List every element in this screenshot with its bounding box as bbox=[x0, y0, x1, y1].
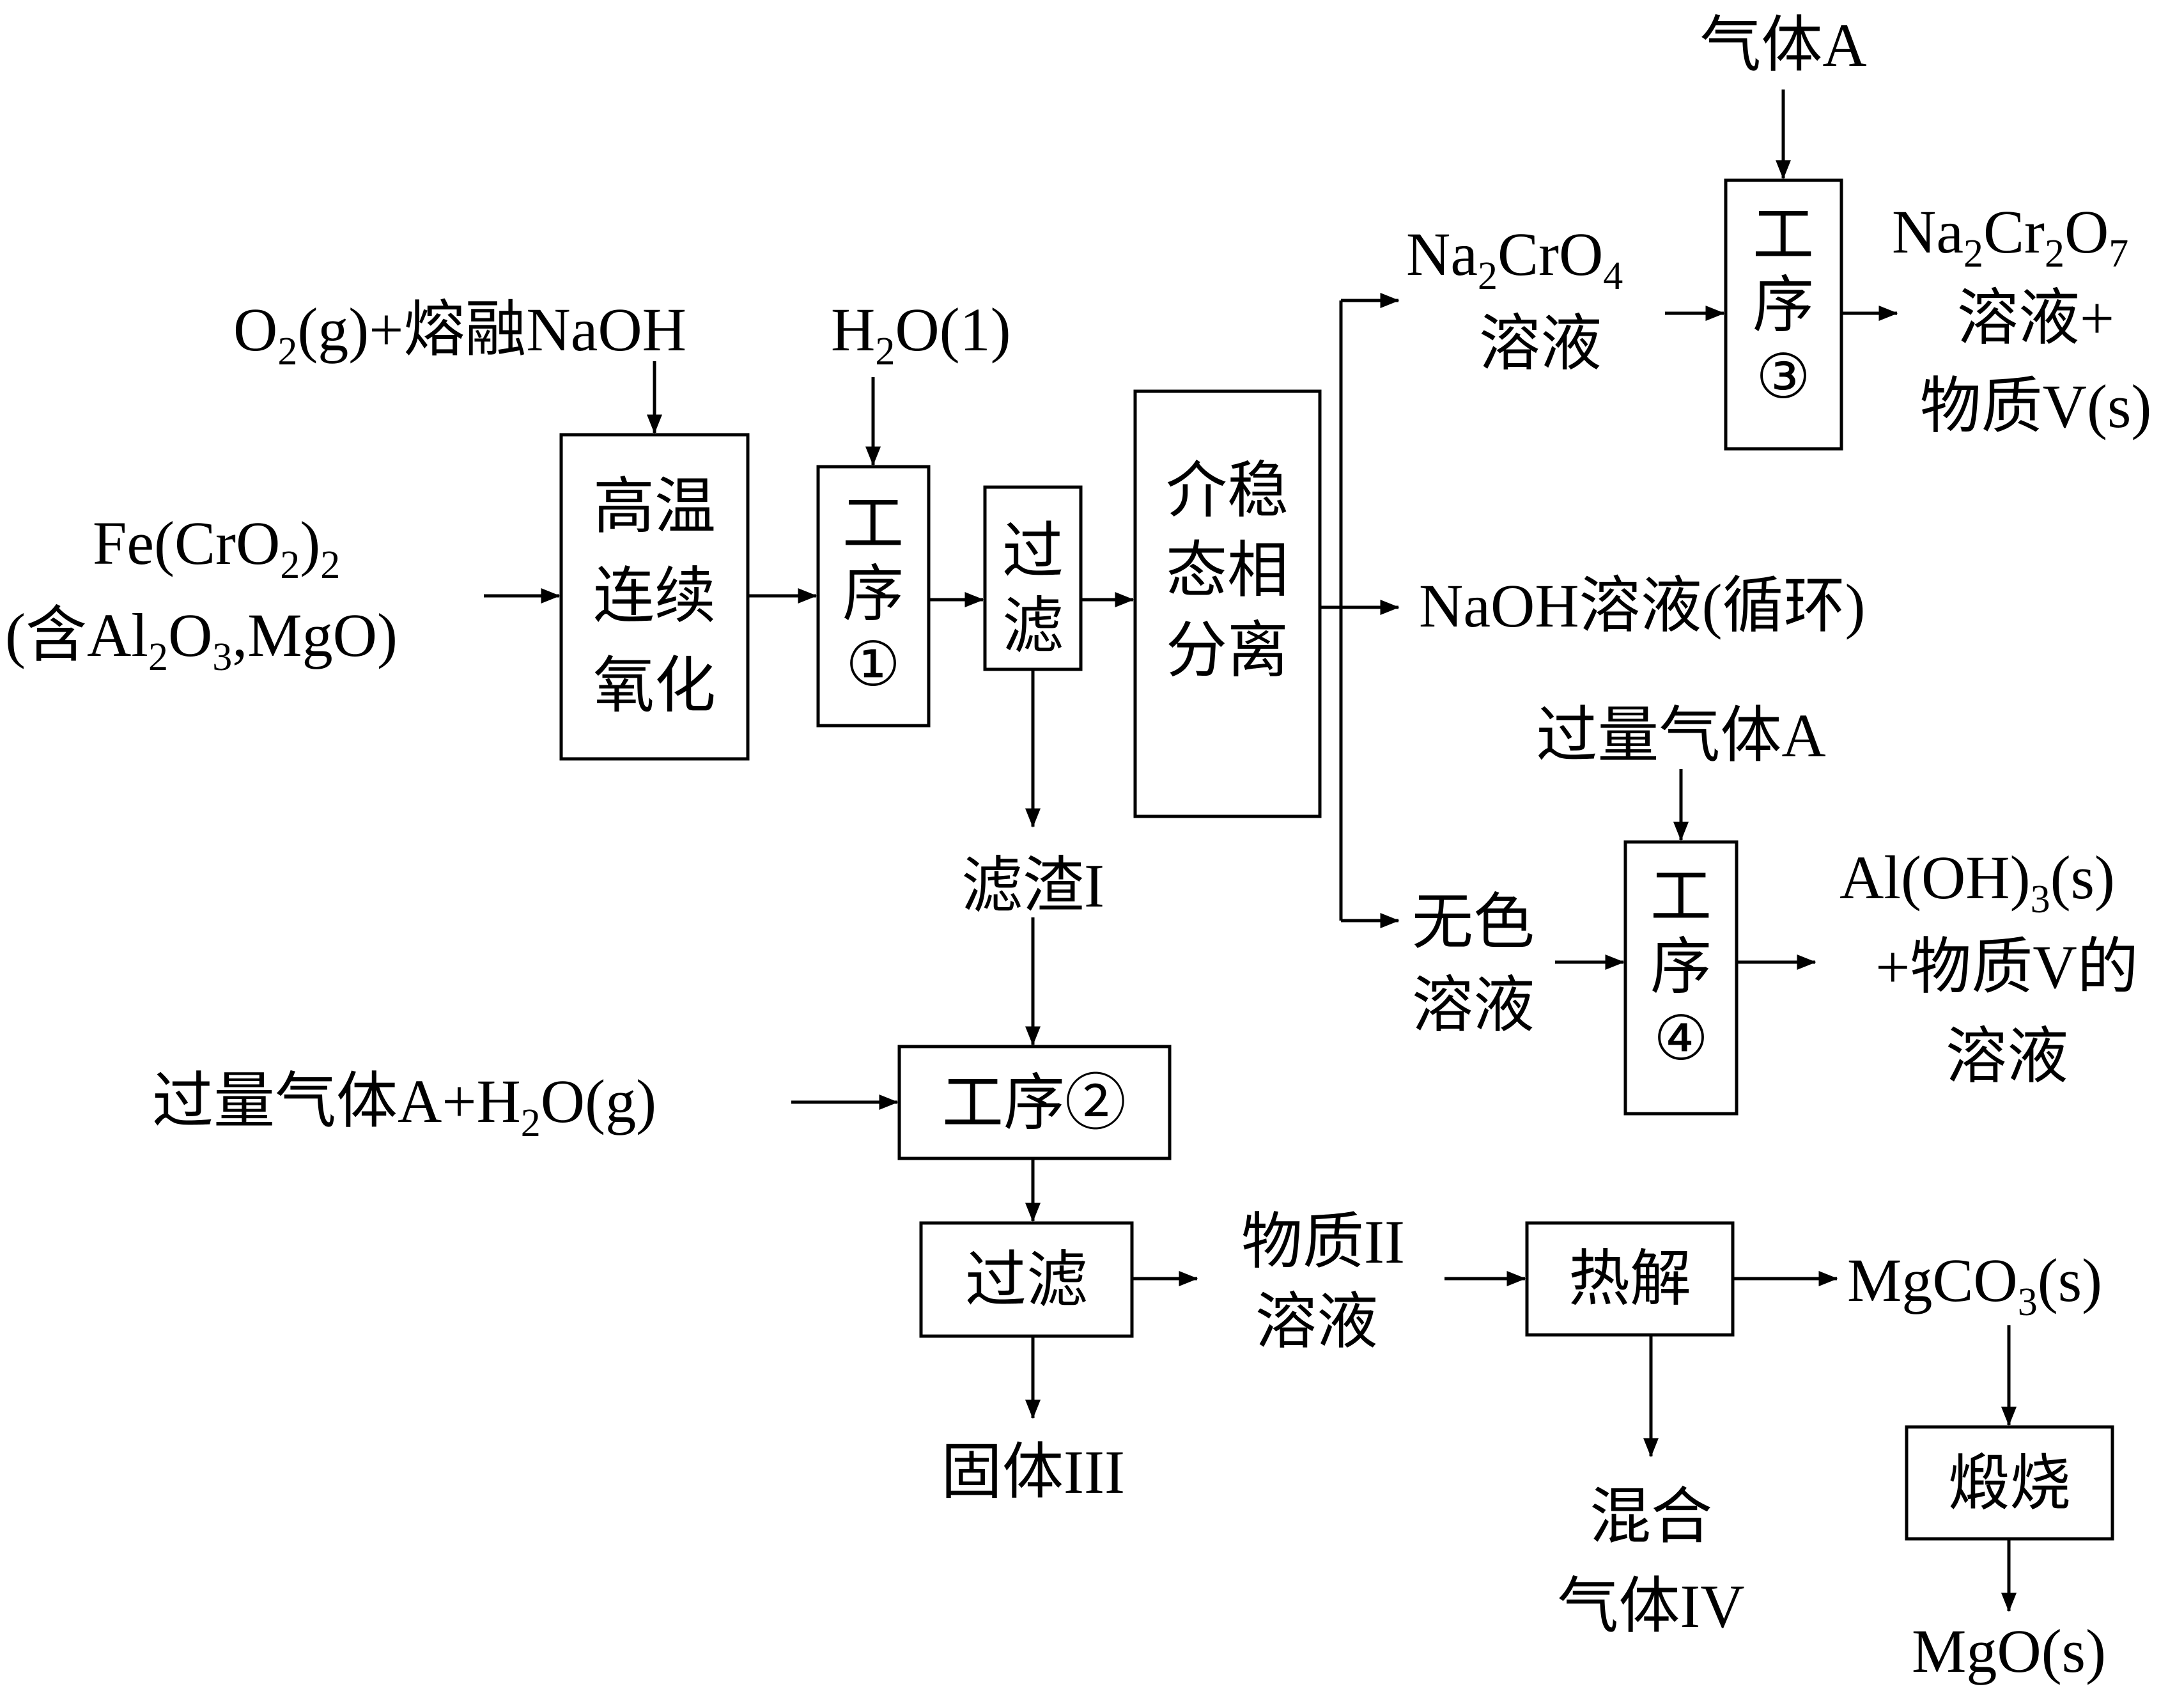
process1-label-3: ① bbox=[846, 630, 901, 699]
flow-arrows bbox=[484, 90, 2017, 1612]
filter2-label: 过滤 bbox=[965, 1246, 1088, 1314]
process3-label-1: 工 bbox=[1753, 201, 1814, 269]
separation-label-2: 态相 bbox=[1166, 536, 1289, 605]
naoh-recycle-label: NaOH溶液(循环) bbox=[1419, 572, 1866, 640]
excess-gas-a-label: 过量气体A bbox=[1536, 701, 1825, 770]
oxidation-label-3: 氧化 bbox=[593, 651, 716, 720]
separation-label-1: 介稳 bbox=[1166, 456, 1289, 525]
raw-material-label: Fe(CrO2)2 bbox=[93, 509, 340, 587]
substance2-label-2: 溶液 bbox=[1255, 1288, 1378, 1356]
pyrolysis-box bbox=[1525, 1221, 1735, 1337]
step-boxes bbox=[559, 178, 2114, 1541]
oxidation-label-1: 高温 bbox=[593, 472, 716, 541]
mgo-label: MgO(s) bbox=[1912, 1617, 2106, 1685]
substance-v-solid-label: 物质V(s) bbox=[1920, 372, 2152, 440]
water-label: H2O(1) bbox=[831, 295, 1011, 373]
substance2-label-1: 物质II bbox=[1241, 1208, 1405, 1276]
impurities-label: (含Al2O3,MgO) bbox=[5, 601, 398, 679]
process1-label-2: 序 bbox=[842, 560, 904, 628]
oxidant-label: O2(g)+熔融NaOH bbox=[233, 295, 686, 373]
oxidation-label-2: 连续 bbox=[593, 562, 716, 630]
aloh3-label: Al(OH)3(s) bbox=[1839, 843, 2115, 921]
process4-label-1: 工 bbox=[1650, 862, 1712, 931]
aloh3-solution-label: +物质V的 bbox=[1875, 933, 2138, 1001]
process1-box bbox=[816, 465, 931, 728]
filter1-label-1: 过 bbox=[1002, 517, 1064, 586]
process3-label-2: 序 bbox=[1753, 271, 1814, 339]
colorless-label-2: 溶液 bbox=[1412, 971, 1535, 1040]
calcination-box bbox=[1905, 1425, 2114, 1541]
mixed-gas-label-1: 混合 bbox=[1590, 1483, 1712, 1551]
process4-label-3: ④ bbox=[1653, 1004, 1708, 1073]
process1-label-1: 工 bbox=[842, 490, 904, 558]
gas-steam-label: 过量气体A+H2O(g) bbox=[152, 1067, 656, 1145]
process4-box bbox=[1623, 840, 1739, 1116]
oxidation-box bbox=[559, 433, 750, 761]
residue1-label: 滤渣I bbox=[961, 852, 1104, 920]
na2cro4-label: Na2CrO4 bbox=[1406, 220, 1623, 298]
colorless-label-1: 无色 bbox=[1412, 888, 1535, 956]
pyrolysis-label: 热解 bbox=[1568, 1245, 1691, 1313]
separation-box bbox=[1133, 389, 1322, 818]
process4-label-2: 序 bbox=[1650, 933, 1712, 1001]
process2-label: 工序② bbox=[942, 1069, 1126, 1137]
process3-label-3: ③ bbox=[1756, 343, 1811, 411]
na2cro4-solution-label: 溶液 bbox=[1479, 309, 1602, 378]
calcination-label: 煅烧 bbox=[1948, 1449, 2071, 1518]
filter2-box bbox=[919, 1221, 1134, 1338]
gas-a-top-label: 气体A bbox=[1700, 11, 1866, 79]
na2cr2o7-label: Na2Cr2O7 bbox=[1892, 198, 2128, 276]
solid3-label: 固体III bbox=[941, 1438, 1125, 1506]
aloh3-solution-label-2: 溶液 bbox=[1946, 1022, 2068, 1091]
mixed-gas-label-2: 气体IV bbox=[1557, 1572, 1744, 1640]
separation-label-3: 分离 bbox=[1166, 616, 1289, 685]
na2cr2o7-solution-label: 溶液+ bbox=[1957, 284, 2114, 352]
filter1-label-2: 滤 bbox=[1002, 592, 1064, 660]
process3-box bbox=[1724, 178, 1843, 451]
mgco3-label: MgCO3(s) bbox=[1847, 1246, 2102, 1324]
